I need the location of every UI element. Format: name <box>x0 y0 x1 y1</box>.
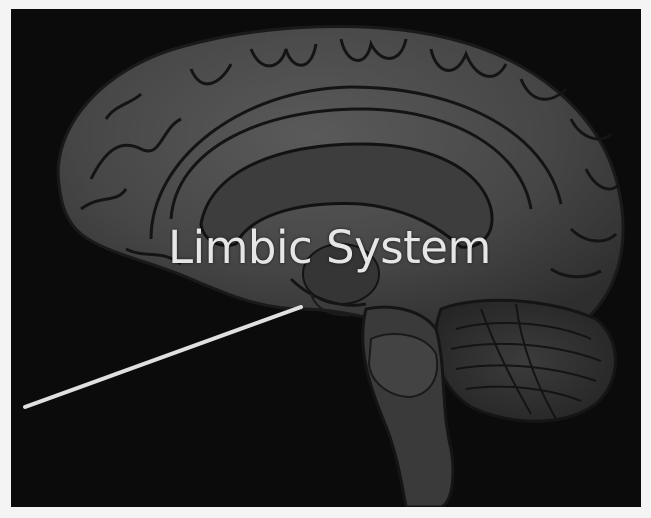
structure-label: Limbic System <box>168 221 491 274</box>
pointer-line <box>25 307 301 407</box>
brain-photo: Limbic System <box>11 9 641 507</box>
